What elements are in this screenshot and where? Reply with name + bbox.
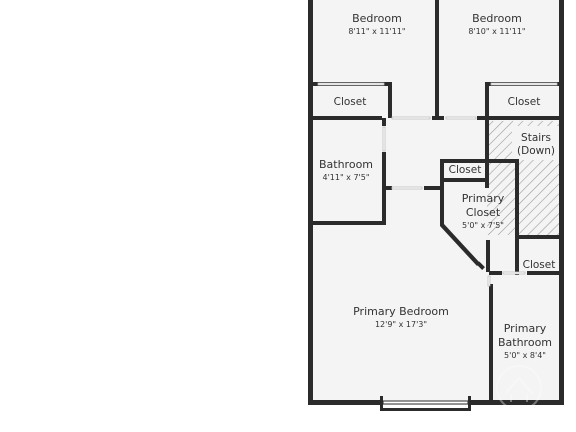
stairs-name-line1: Stairs [521,132,551,144]
watermark-logo [496,365,542,411]
openings [317,82,558,287]
primary-bedroom-name: Primary Bedroom [353,305,449,318]
primary-closet-dims: 5'0" x 7'5" [462,221,504,230]
stairs-label-bg [512,126,560,160]
closet-center-name: Closet [449,164,482,176]
bedroom-left-dims: 8'11" x 11'11" [348,27,405,36]
bathroom-dims: 4'11" x 7'5" [322,173,369,182]
closet-left-name: Closet [334,96,367,108]
bedroom-left-name: Bedroom [352,12,402,25]
primary-closet-name-line1: Primary [462,192,505,205]
primary-closet-name-line2: Closet [466,206,501,219]
closet-right-name: Closet [508,96,541,108]
primary-bathroom-name-line2: Bathroom [498,336,552,349]
walls [308,0,564,411]
bathroom-name: Bathroom [319,158,373,171]
primary-bedroom-dims: 12'9" x 17'3" [375,320,427,329]
primary-bathroom-name-line1: Primary [504,322,547,335]
primary-bathroom-dims: 5'0" x 8'4" [504,351,546,360]
closet-lower-right-name: Closet [523,259,556,271]
bedroom-right-name: Bedroom [472,12,522,25]
stairs-name-line2: (Down) [517,145,555,157]
bedroom-right-dims: 8'10" x 11'11" [468,27,525,36]
